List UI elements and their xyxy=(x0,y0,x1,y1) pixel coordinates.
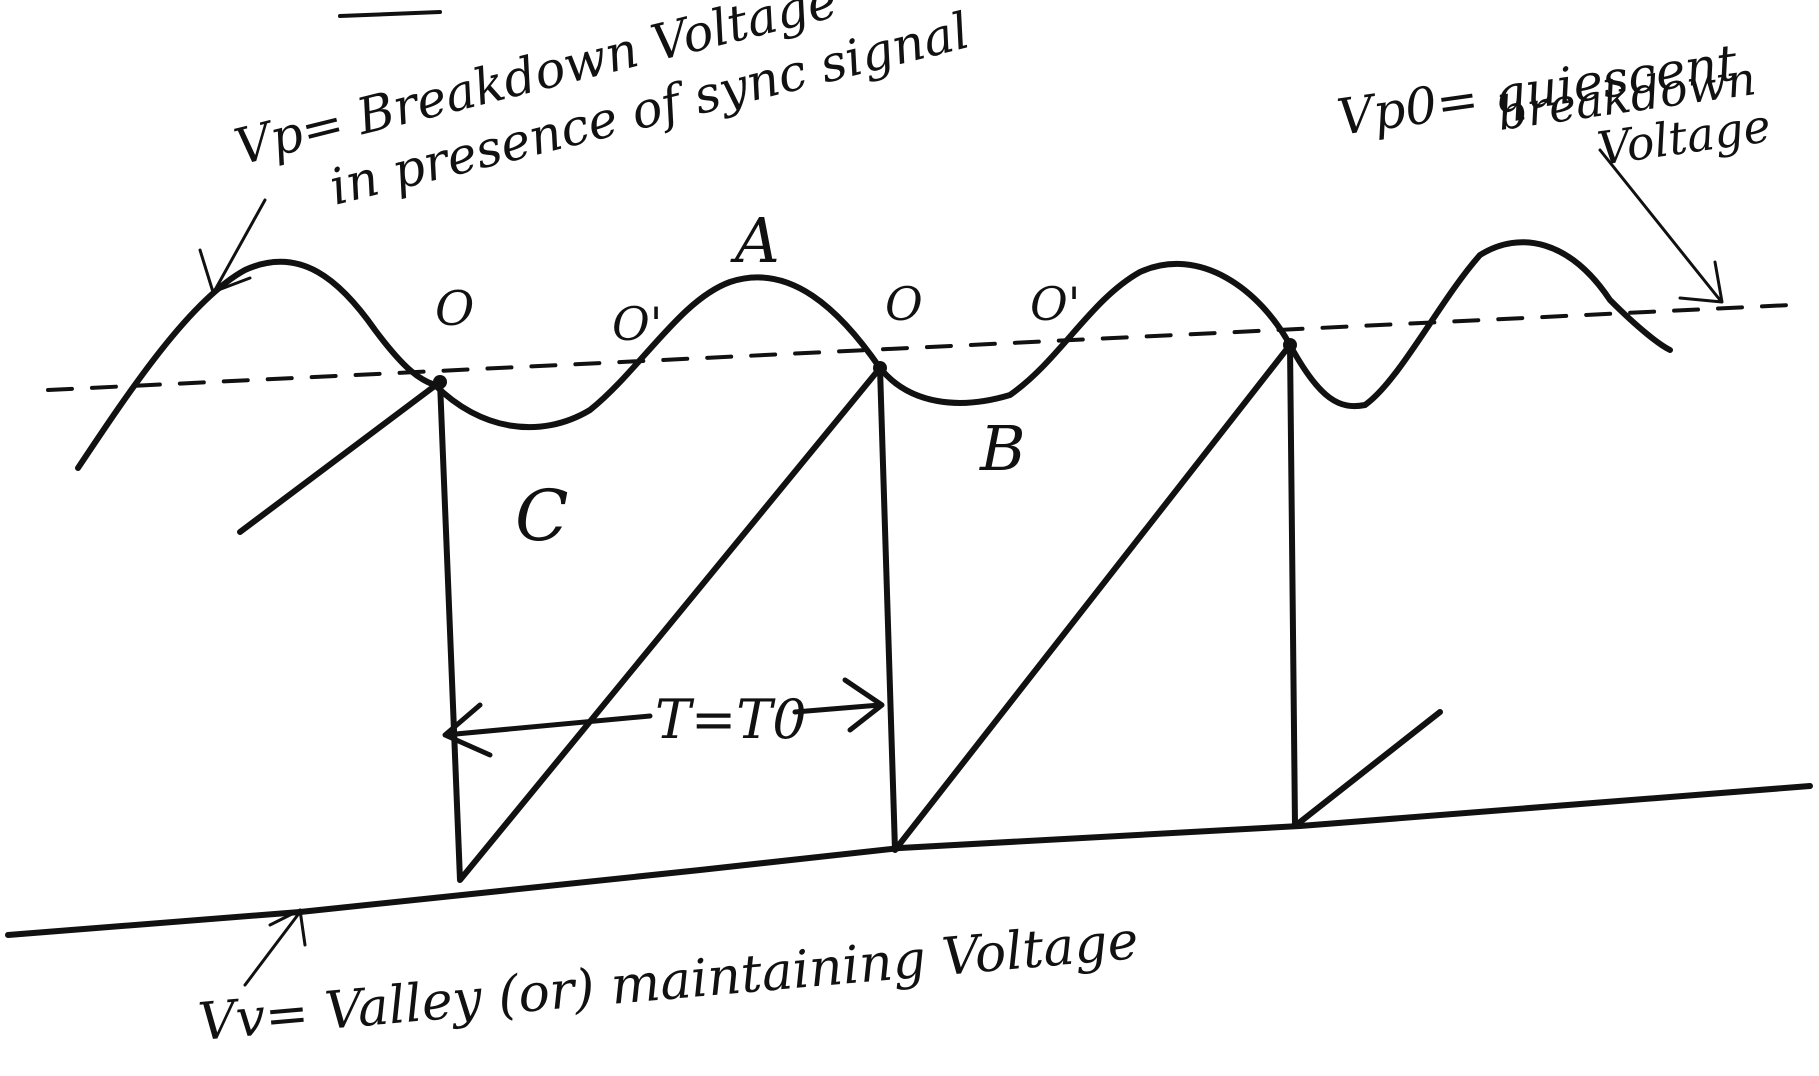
valley-voltage-baseline xyxy=(8,786,1810,935)
vv-label: Vv= Valley (or) maintaining Voltage xyxy=(196,911,1141,1053)
vv-arrow xyxy=(245,910,305,985)
breakdown-point-marker xyxy=(873,361,887,375)
overline-stroke xyxy=(340,12,440,16)
label-o-prime-2: O' xyxy=(1030,277,1080,331)
sweep-sawtooth-waveform xyxy=(240,345,1440,880)
label-o-prime-1: O' xyxy=(612,297,662,351)
label-c: C xyxy=(515,475,569,557)
period-arrow-left xyxy=(445,705,650,755)
breakdown-point-marker xyxy=(1283,338,1297,352)
label-a: A xyxy=(730,204,780,277)
period-label: T=T0 xyxy=(655,688,807,751)
label-b: B xyxy=(979,412,1026,485)
vp0-arrow xyxy=(1600,150,1722,302)
period-arrow-right xyxy=(795,680,882,730)
breakdown-sync-waveform xyxy=(78,242,1670,468)
breakdown-point-marker xyxy=(433,375,447,389)
label-o-1: O xyxy=(435,281,474,337)
label-o-2: O xyxy=(885,277,923,331)
